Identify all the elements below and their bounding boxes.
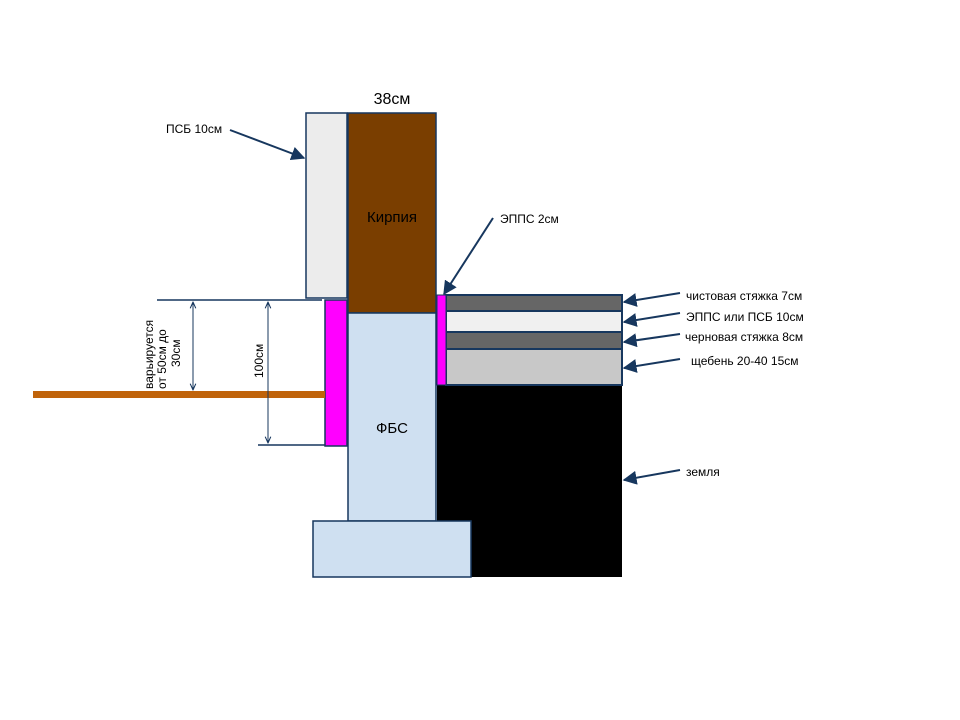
gravel-label: щебень 20-40 15см [691, 354, 799, 368]
varies-label-3: 30см [169, 339, 183, 367]
gravel-arrow [622, 358, 681, 373]
finish-screed-layer [445, 294, 623, 312]
insulation-label: ЭППС или ПСБ 10см [686, 310, 804, 324]
footing [312, 520, 472, 578]
epps-outer [324, 299, 348, 447]
epps-label: ЭППС 2см [500, 212, 559, 226]
psb-insulation [305, 112, 348, 299]
depth-label: 100см [252, 344, 266, 378]
finish-screed-label: чистовая стяжка 7см [686, 289, 802, 303]
gravel-layer [445, 348, 623, 386]
insulation-layer [445, 310, 623, 333]
brick-wall [347, 112, 437, 314]
epps-arrow [443, 217, 494, 296]
epps-inner [436, 294, 447, 386]
psb-arrow [229, 129, 306, 161]
brick-label: Кирпия [367, 209, 417, 226]
varies-label-1: варьируется [142, 320, 156, 389]
earth-arrow [622, 469, 681, 485]
finish-screed-arrow [622, 292, 681, 307]
wall-width-label: 38см [374, 91, 411, 108]
insulation-arrow [622, 312, 681, 327]
earth-label: земля [686, 465, 720, 479]
rough-screed-arrow [622, 333, 681, 348]
fbs-block [347, 312, 437, 522]
varies-label-2: от 50см до [155, 329, 169, 389]
rough-screed-label: черновая стяжка 8см [685, 330, 803, 344]
rough-screed-layer [445, 331, 623, 350]
ground-level-line [33, 391, 325, 398]
fbs-label: ФБС [376, 420, 408, 437]
psb-label: ПСБ 10см [166, 122, 222, 136]
